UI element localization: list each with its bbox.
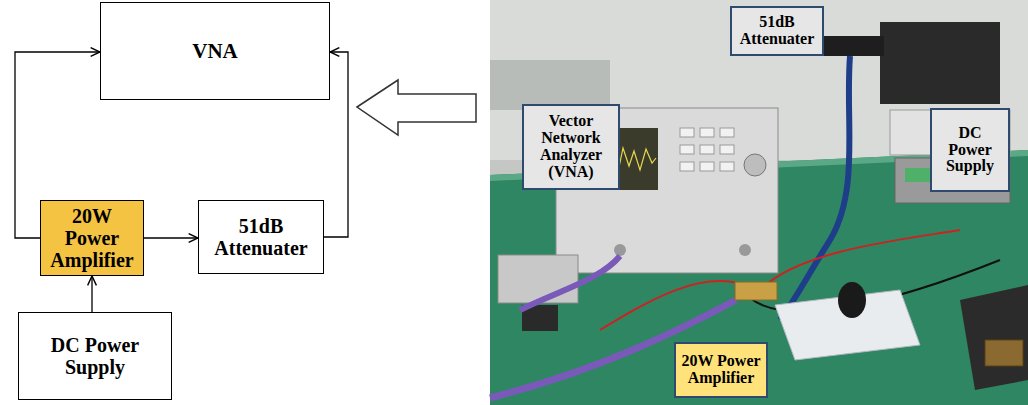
analyzer-port — [614, 244, 626, 256]
callout-box: DC Power Supply — [930, 108, 1010, 192]
instrument-box: VNA — [100, 2, 330, 100]
purple-cable — [520, 256, 620, 310]
box-label: VNA — [192, 39, 238, 63]
signal-connector — [91, 276, 92, 312]
blue-cable — [780, 56, 850, 320]
key — [700, 128, 714, 137]
box-label: 20W Power Amplifier — [679, 353, 763, 387]
box-label: Vector Network Analyzer (VNA) — [528, 113, 614, 180]
hollow-arrow — [357, 80, 476, 135]
callout-box: 20W Power Amplifier — [674, 342, 768, 398]
callout-box: Vector Network Analyzer (VNA) — [522, 104, 620, 190]
key — [720, 128, 734, 137]
key — [720, 145, 734, 154]
callout-box: 51dB Attenuater — [730, 6, 824, 56]
box-label: 20W Power Amplifier — [45, 205, 139, 271]
amplifier-board — [735, 282, 777, 300]
test-board — [985, 340, 1023, 366]
red-wire — [760, 230, 960, 290]
box-label: DC Power Supply — [936, 125, 1004, 175]
key — [700, 162, 714, 171]
analyzer-port — [739, 244, 751, 256]
key — [680, 128, 694, 137]
key — [680, 162, 694, 171]
attenuator-box: 51dB Attenuater — [198, 200, 324, 274]
signal-connector — [144, 237, 198, 238]
red-wire — [600, 281, 745, 330]
power-supply-body — [880, 22, 1000, 104]
mouse — [838, 282, 866, 318]
key — [680, 145, 694, 154]
key — [700, 145, 714, 154]
keyboard — [960, 285, 1028, 390]
background-shelf — [490, 60, 610, 110]
box-label: 51dB Attenuater — [736, 14, 818, 48]
heatsink — [498, 255, 578, 303]
box-label: DC Power Supply — [25, 334, 165, 378]
key — [720, 162, 734, 171]
box-label: 51dB Attenuater — [205, 215, 317, 259]
attenuator-device — [822, 36, 884, 56]
analyzer-keys — [680, 128, 734, 171]
photo-ground — [490, 0, 1028, 405]
power-supply-box: DC Power Supply — [18, 312, 172, 400]
amplifier-box: 20W Power Amplifier — [40, 200, 144, 276]
analyzer-knob — [744, 154, 766, 176]
